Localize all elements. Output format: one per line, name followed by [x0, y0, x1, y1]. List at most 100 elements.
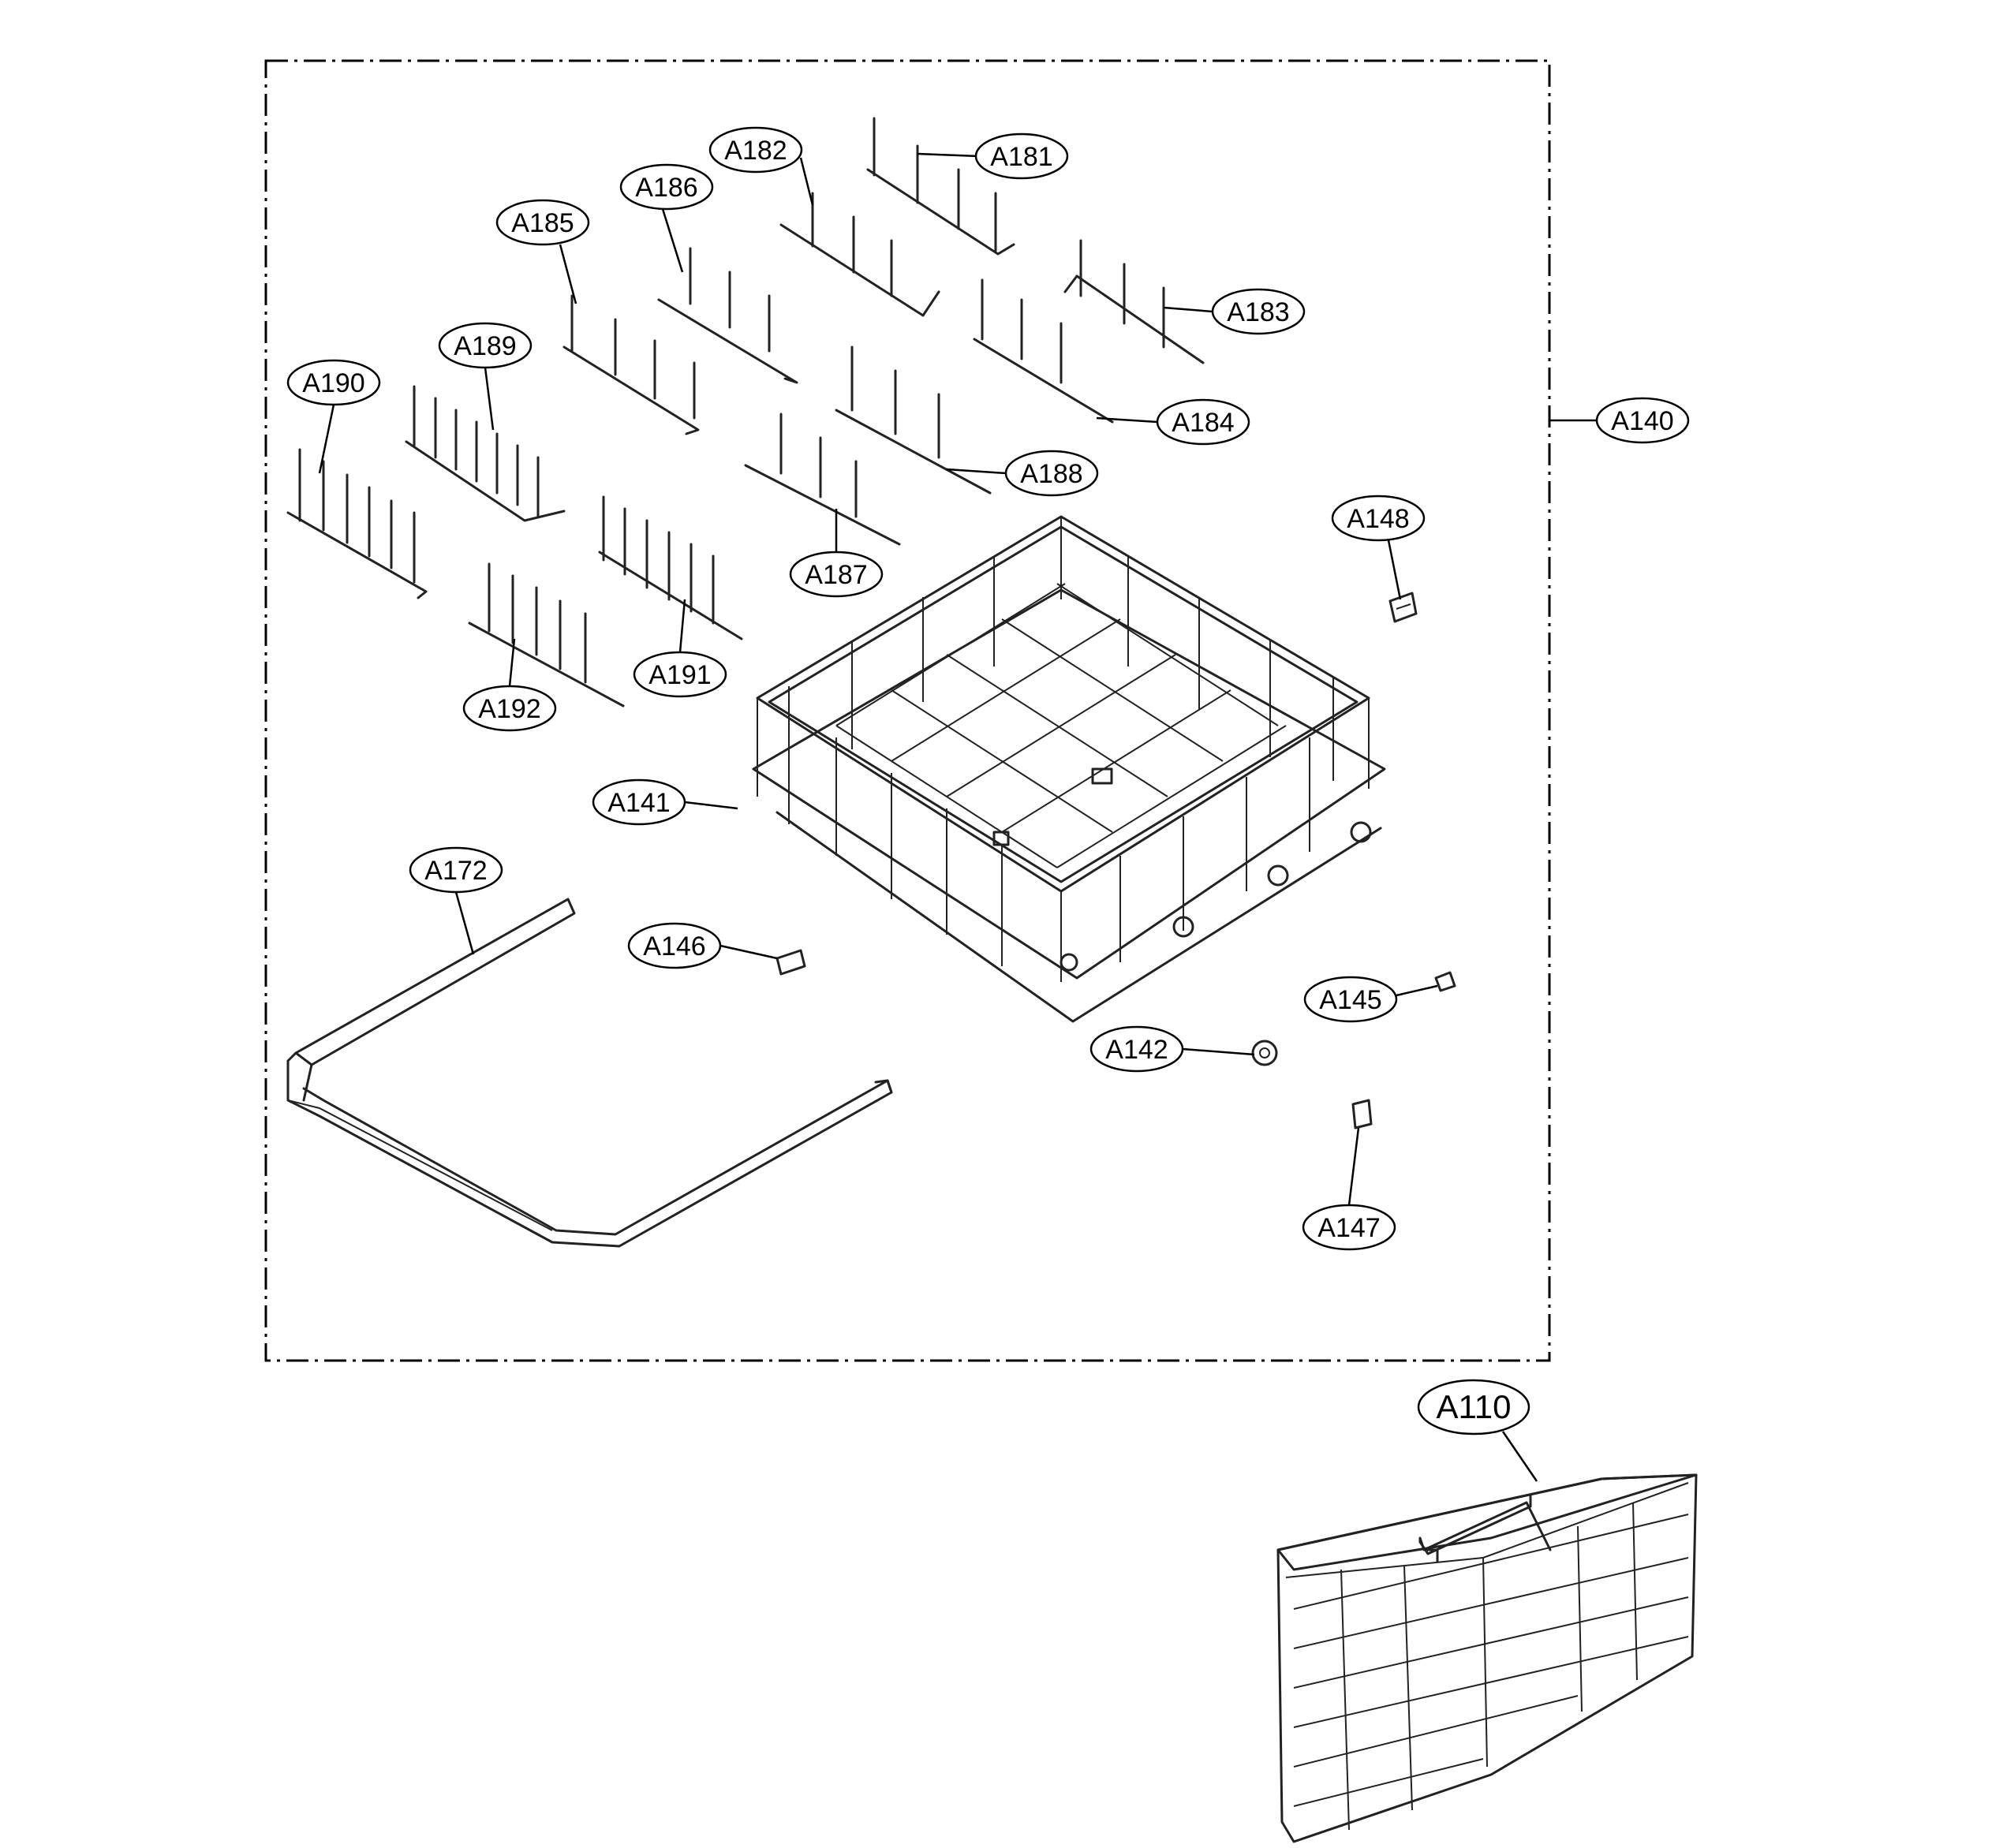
- label-a185: A185: [495, 199, 590, 304]
- label-text-a184: A184: [1172, 408, 1234, 438]
- label-bubble-a142: [1089, 1025, 1184, 1073]
- label-a187: A187: [789, 509, 884, 598]
- label-bubble-a189: [438, 322, 533, 369]
- label-text-a110: A110: [1437, 1388, 1512, 1425]
- leader-line-a181: [917, 152, 979, 158]
- label-a140: A140: [1549, 397, 1690, 444]
- tine-row-a189: [405, 385, 566, 522]
- part-a146: [775, 949, 806, 976]
- label-text-a191: A191: [648, 660, 711, 690]
- label-a182: A182: [708, 126, 814, 206]
- label-a172: A172: [409, 846, 503, 955]
- leader-line-a186: [661, 208, 684, 273]
- label-text-a190: A190: [302, 368, 364, 398]
- label-a192: A192: [462, 638, 557, 732]
- leader-line-a184: [1096, 416, 1158, 424]
- label-bubble-a191: [633, 651, 727, 698]
- leader-line-a191: [678, 599, 686, 653]
- label-text-a141: A141: [607, 788, 670, 818]
- label-text-a147: A147: [1317, 1213, 1380, 1243]
- leader-line-a183: [1163, 306, 1213, 313]
- label-text-a186: A186: [635, 173, 697, 203]
- label-bubble-a140: [1595, 397, 1690, 444]
- tine-row-a192: [468, 562, 625, 707]
- assembly-boundary: [264, 59, 1551, 1362]
- label-bubble-a183: [1211, 288, 1306, 335]
- label-bubble-a186: [619, 163, 714, 211]
- label-bubble-a148: [1331, 495, 1426, 542]
- label-bubble-a187: [789, 551, 884, 598]
- label-text-a183: A183: [1227, 297, 1289, 327]
- label-a148: A148: [1331, 495, 1426, 600]
- tine-row-a182: [779, 192, 940, 317]
- label-a186: A186: [619, 163, 714, 273]
- label-text-a172: A172: [424, 856, 487, 886]
- label-text-a146: A146: [643, 931, 705, 961]
- lower-rack-a141: [752, 515, 1386, 1023]
- label-bubble-a185: [495, 199, 590, 246]
- tine-row-a188: [835, 345, 992, 495]
- label-text-a192: A192: [478, 694, 540, 724]
- leader-line-a188: [946, 468, 1007, 475]
- leader-line-a145: [1396, 984, 1438, 997]
- tine-row-a185: [562, 294, 700, 435]
- label-text-a140: A140: [1611, 406, 1673, 436]
- label-bubble-a141: [592, 778, 686, 826]
- label-text-a145: A145: [1319, 985, 1381, 1015]
- label-text-a187: A187: [805, 560, 867, 590]
- tine-row-a181: [866, 117, 1015, 256]
- label-a190: A190: [286, 359, 381, 474]
- leader-line-a190: [318, 404, 335, 474]
- label-bubble-a190: [286, 359, 381, 406]
- part-a147: [1351, 1099, 1373, 1129]
- leader-line-a185: [559, 244, 577, 304]
- part-a142-wheel: [1251, 1040, 1278, 1066]
- leader-line-a146: [719, 944, 778, 960]
- leader-line-a147: [1347, 1127, 1360, 1206]
- leader-line-a172: [454, 891, 475, 955]
- label-a181: A181: [917, 133, 1069, 180]
- label-a188: A188: [946, 450, 1099, 497]
- part-a148: [1388, 592, 1418, 623]
- label-bubble-a192: [462, 685, 557, 732]
- label-bubble-a182: [708, 126, 803, 174]
- leader-line-a141: [684, 801, 738, 810]
- leader-line-a142: [1182, 1047, 1255, 1056]
- label-text-a181: A181: [990, 142, 1052, 172]
- label-a147: A147: [1302, 1127, 1396, 1251]
- label-text-a182: A182: [724, 136, 787, 166]
- label-text-a148: A148: [1347, 504, 1409, 534]
- part-a145: [1434, 971, 1456, 992]
- label-a141: A141: [592, 778, 738, 826]
- label-a183: A183: [1163, 288, 1306, 335]
- tine-row-a187: [744, 413, 901, 546]
- tine-row-a183: [1063, 239, 1205, 364]
- label-text-a189: A189: [454, 331, 516, 361]
- cutlery-basket-a110: [1276, 1473, 1698, 1843]
- leader-line-a148: [1387, 539, 1402, 600]
- leader-line-a192: [508, 638, 516, 687]
- label-text-a185: A185: [511, 208, 574, 238]
- tine-row-a186: [657, 247, 798, 384]
- rail-a172: [286, 898, 893, 1248]
- leader-line-a110: [1501, 1431, 1538, 1482]
- label-bubble-a110: [1417, 1379, 1530, 1435]
- leader-line-a182: [799, 157, 814, 206]
- leader-line-a189: [484, 367, 495, 431]
- label-text-a188: A188: [1020, 459, 1082, 489]
- tine-row-a191: [598, 495, 743, 640]
- label-bubble-a147: [1302, 1204, 1396, 1251]
- label-a191: A191: [633, 599, 727, 698]
- label-bubble-a145: [1303, 976, 1398, 1023]
- label-bubble-a146: [627, 922, 722, 969]
- label-a145: A145: [1303, 976, 1438, 1023]
- label-bubble-a181: [974, 133, 1069, 180]
- label-a142: A142: [1089, 1025, 1255, 1073]
- label-a189: A189: [438, 322, 533, 431]
- label-a110: A110: [1417, 1379, 1538, 1482]
- label-a184: A184: [1096, 398, 1250, 446]
- label-bubble-a188: [1004, 450, 1099, 497]
- label-text-a142: A142: [1105, 1035, 1168, 1065]
- tine-row-a190: [286, 448, 428, 599]
